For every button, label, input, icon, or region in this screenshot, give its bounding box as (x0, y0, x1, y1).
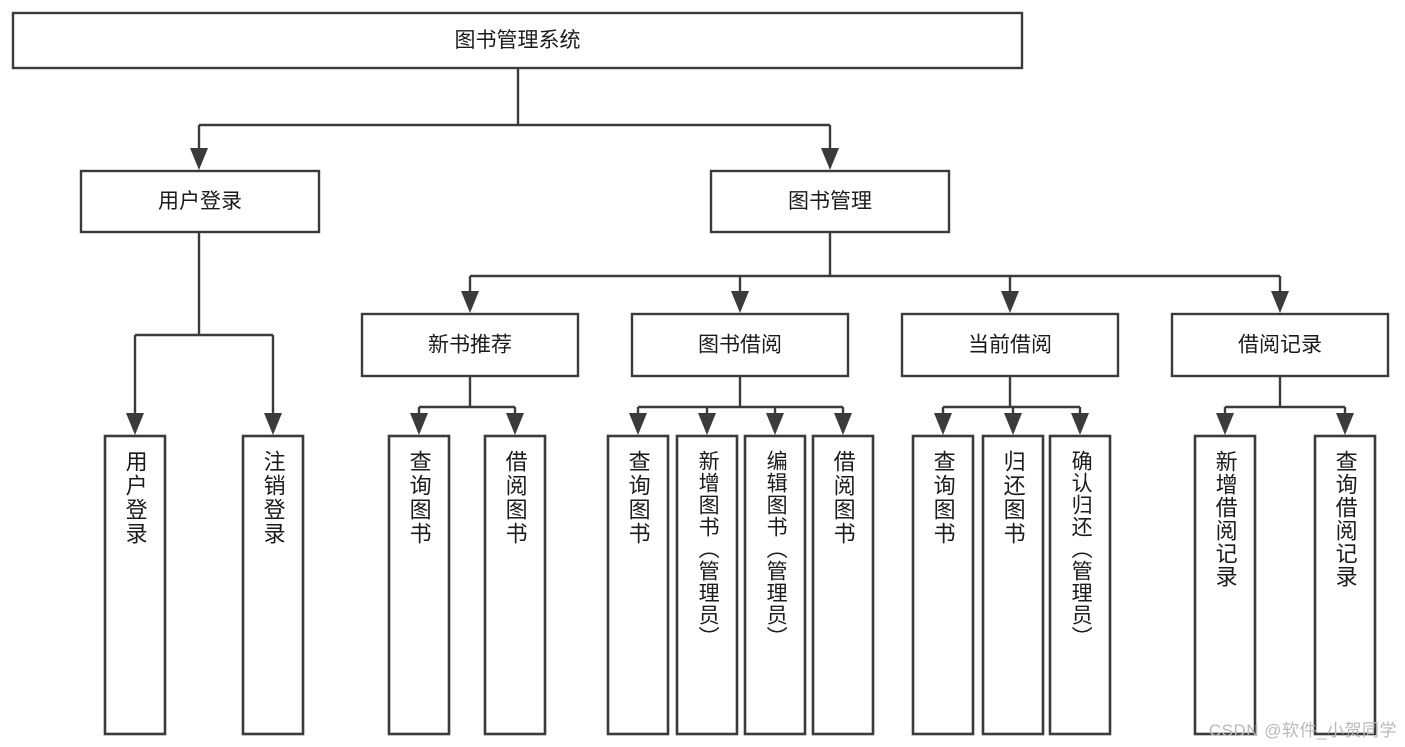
node-root-label: 图书管理系统 (455, 29, 581, 52)
arrow-head-icon (821, 148, 839, 170)
node-leaf-8-box[interactable] (911, 434, 975, 736)
node-leaf-4-box[interactable] (606, 434, 670, 736)
node-level3-1-box[interactable] (630, 312, 850, 378)
node-leaf-9-box[interactable] (981, 434, 1045, 736)
arrow-head-icon (1336, 413, 1354, 435)
connector-newbook-to-leaves (410, 376, 524, 435)
node-leaf-7-box[interactable] (811, 434, 875, 736)
node-leaf-5-box[interactable] (675, 434, 739, 736)
connector-layer (126, 68, 1354, 435)
arrow-head-icon (506, 413, 524, 435)
node-level3-2-label: 当前借阅 (968, 334, 1052, 357)
connector-borrow-to-leaves (629, 376, 852, 435)
node-leaf-12-box[interactable] (1313, 434, 1377, 736)
watermark: CSDN @软件_小贺同学 (1208, 721, 1397, 740)
arrow-head-icon (766, 413, 784, 435)
node-level2-0-box[interactable] (79, 169, 321, 234)
arrow-head-icon (698, 413, 716, 435)
node-level2-1-box[interactable] (709, 169, 951, 234)
arrow-head-icon (126, 413, 144, 435)
arrow-head-icon (1216, 413, 1234, 435)
node-level2-0-label: 用户登录 (158, 190, 242, 213)
node-leaf-1-box[interactable] (241, 434, 305, 736)
connector-record-to-leaves (1216, 376, 1354, 435)
arrow-head-icon (410, 413, 428, 435)
arrow-head-icon (1271, 291, 1289, 313)
node-level3-0-label: 新书推荐 (428, 334, 512, 357)
node-leaf-3-box[interactable] (483, 434, 547, 736)
node-level3-0-box[interactable] (360, 312, 580, 378)
box-layer (11, 11, 1390, 736)
node-level3-2-box[interactable] (900, 312, 1120, 378)
arrow-head-icon (1004, 413, 1022, 435)
node-root-box[interactable] (11, 11, 1024, 70)
connector-current-to-leaves (934, 376, 1089, 435)
node-leaf-6-box[interactable] (743, 434, 807, 736)
node-leaf-10-box[interactable] (1048, 434, 1112, 736)
connector-root-to-level2 (190, 68, 839, 170)
arrow-head-icon (629, 413, 647, 435)
node-level3-1-label: 图书借阅 (698, 334, 782, 357)
arrow-head-icon (190, 148, 208, 170)
arrow-head-icon (834, 413, 852, 435)
connector-manage-to-level3 (461, 232, 1289, 313)
node-leaf-2-box[interactable] (387, 434, 451, 736)
arrow-head-icon (1071, 413, 1089, 435)
connector-login-to-leaves (126, 232, 282, 435)
node-level2-1-label: 图书管理 (788, 190, 872, 213)
arrow-head-icon (731, 291, 749, 313)
arrow-head-icon (934, 413, 952, 435)
arrow-head-icon (1001, 291, 1019, 313)
arrow-head-icon (461, 291, 479, 313)
node-leaf-0-box[interactable] (103, 434, 167, 736)
node-leaf-11-box[interactable] (1193, 434, 1257, 736)
arrow-head-icon (264, 413, 282, 435)
node-level3-3-box[interactable] (1170, 312, 1390, 378)
node-level3-3-label: 借阅记录 (1238, 334, 1322, 357)
